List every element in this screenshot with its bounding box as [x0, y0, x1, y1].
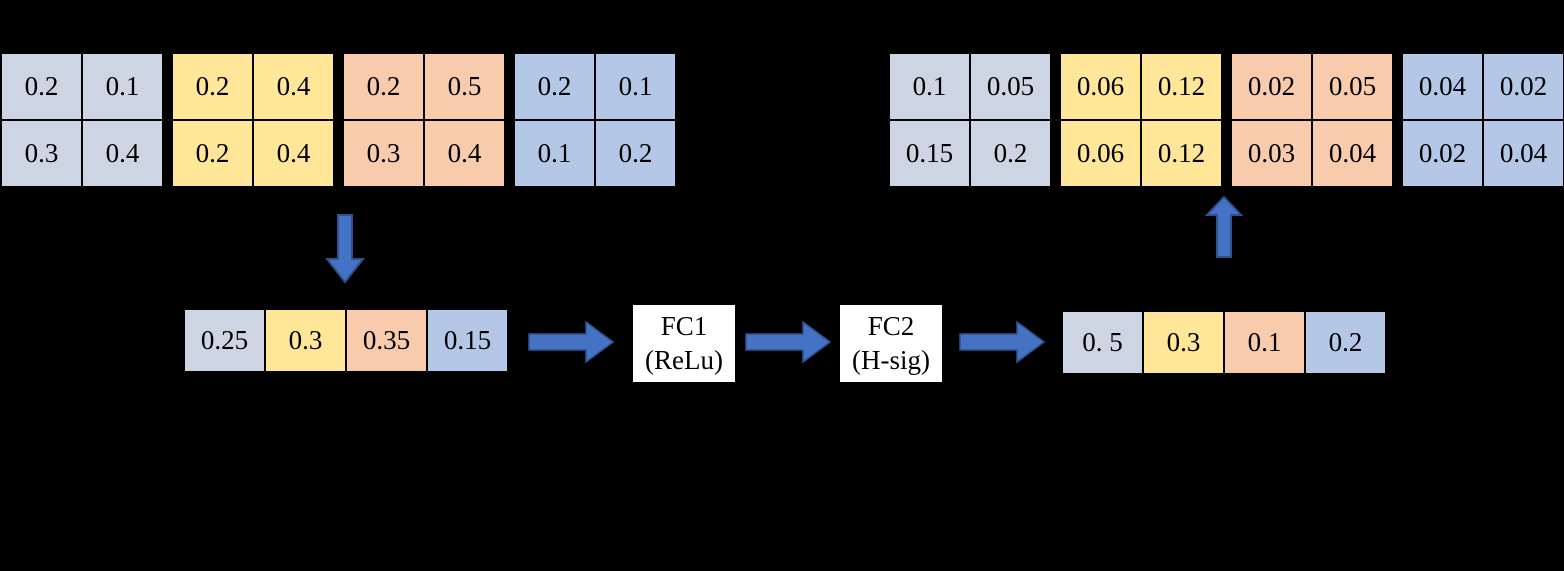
down-arrow-shape [324, 214, 366, 284]
vector-cell: 0. 5 [1062, 311, 1143, 374]
vector-cell: 0.1 [1224, 311, 1305, 374]
vector-cell: 0.15 [427, 309, 508, 372]
matrix-cell: 0.06 [1060, 53, 1141, 120]
matrix-cell: 0.1 [595, 53, 676, 120]
output-map-gray: 0.1 0.05 0.15 0.2 [888, 52, 1052, 188]
matrix-cell: 0.2 [1, 53, 82, 120]
matrix-cell: 0.3 [343, 120, 424, 187]
matrix-cell: 0.1 [82, 53, 163, 120]
scale-vector: 0. 5 0.3 0.1 0.2 [1061, 310, 1387, 375]
output-map-orange: 0.02 0.05 0.03 0.04 [1230, 52, 1394, 188]
matrix-cell: 0.1 [889, 53, 970, 120]
right-arrow-shape [745, 320, 831, 364]
vector-cell: 0.3 [1143, 311, 1224, 374]
right-arrow-shape [959, 320, 1045, 364]
matrix-cell: 0.2 [970, 120, 1051, 187]
matrix-cell: 0.4 [253, 120, 334, 187]
matrix-cell: 0.2 [172, 120, 253, 187]
vector-cell: 0.3 [265, 309, 346, 372]
output-map-blue: 0.04 0.02 0.02 0.04 [1401, 52, 1564, 188]
fc1-box: FC1 (ReLu) [633, 305, 735, 382]
pooled-vector: 0.25 0.3 0.35 0.15 [183, 308, 509, 373]
fc1-label: FC1 [660, 310, 708, 341]
matrix-cell: 0.2 [514, 53, 595, 120]
matrix-cell: 0.02 [1483, 53, 1564, 120]
vector-cell: 0.35 [346, 309, 427, 372]
right-arrow-shape [528, 320, 614, 364]
matrix-cell: 0.04 [1312, 120, 1393, 187]
fc2-box: FC2 (H-sig) [840, 305, 942, 382]
up-arrow-shape [1204, 196, 1244, 258]
vector-cell: 0.25 [184, 309, 265, 372]
matrix-cell: 0.4 [253, 53, 334, 120]
matrix-cell: 0.15 [889, 120, 970, 187]
input-map-blue: 0.2 0.1 0.1 0.2 [513, 52, 677, 188]
matrix-cell: 0.05 [970, 53, 1051, 120]
matrix-cell: 0.4 [82, 120, 163, 187]
matrix-cell: 0.2 [343, 53, 424, 120]
input-map-yellow: 0.2 0.4 0.2 0.4 [171, 52, 335, 188]
matrix-cell: 0.02 [1231, 53, 1312, 120]
down-arrow-icon [324, 214, 366, 284]
matrix-cell: 0.3 [1, 120, 82, 187]
matrix-cell: 0.2 [595, 120, 676, 187]
right-arrow-icon [745, 320, 831, 364]
fc1-activation-label: (ReLu) [645, 344, 723, 375]
matrix-cell: 0.1 [514, 120, 595, 187]
output-map-yellow: 0.06 0.12 0.06 0.12 [1059, 52, 1223, 188]
matrix-cell: 0.02 [1402, 120, 1483, 187]
matrix-cell: 0.4 [424, 120, 505, 187]
fc2-activation-label: (H-sig) [852, 344, 930, 375]
fc2-label: FC2 [867, 310, 915, 341]
matrix-cell: 0.04 [1402, 53, 1483, 120]
matrix-cell: 0.04 [1483, 120, 1564, 187]
matrix-cell: 0.2 [172, 53, 253, 120]
input-map-gray: 0.2 0.1 0.3 0.4 [0, 52, 164, 188]
vector-cell: 0.2 [1305, 311, 1386, 374]
right-arrow-icon [959, 320, 1045, 364]
matrix-cell: 0.06 [1060, 120, 1141, 187]
up-arrow-icon [1204, 196, 1244, 258]
matrix-cell: 0.5 [424, 53, 505, 120]
input-map-orange: 0.2 0.5 0.3 0.4 [342, 52, 506, 188]
right-arrow-icon [528, 320, 614, 364]
matrix-cell: 0.03 [1231, 120, 1312, 187]
matrix-cell: 0.12 [1141, 120, 1222, 187]
matrix-cell: 0.05 [1312, 53, 1393, 120]
matrix-cell: 0.12 [1141, 53, 1222, 120]
